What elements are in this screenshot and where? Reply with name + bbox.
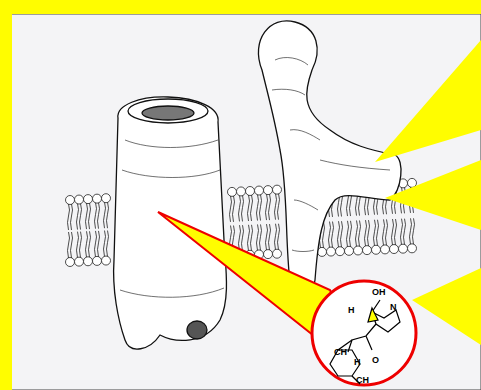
lipid-head [102, 256, 111, 265]
molecule-structure [330, 300, 400, 384]
lipid-head [273, 185, 282, 194]
lipid-head [363, 246, 372, 255]
lipid-head [237, 187, 246, 196]
lipid-tail [248, 195, 253, 221]
lipid-head [264, 186, 273, 195]
lipid-tail [239, 225, 244, 251]
callout-wedge [385, 160, 481, 230]
atom-label: H [348, 306, 355, 315]
lipid-tail [374, 220, 379, 246]
lipid-head [75, 257, 84, 266]
lipid-tail [230, 196, 235, 222]
lipid-tail [392, 219, 397, 245]
lipid-tail [239, 195, 244, 221]
lipid-tail [95, 231, 100, 257]
lipid-head [354, 246, 363, 255]
lipid-head [66, 196, 75, 205]
lipid-head [273, 249, 282, 258]
lipid-head [93, 256, 102, 265]
lipid-tail [275, 194, 280, 220]
panel-background [10, 14, 481, 390]
lipid-tail [257, 195, 262, 221]
lipid-tail [347, 221, 352, 247]
lipid-head [381, 245, 390, 254]
lipid-head [408, 244, 417, 253]
atom-label: CH [334, 348, 347, 357]
atom-label: N [390, 303, 397, 312]
lipid-head [336, 247, 345, 256]
lipid-tail [77, 232, 82, 258]
atom-label: OH [372, 288, 386, 297]
lipid-tail [68, 232, 73, 258]
lipid-tail [248, 225, 253, 251]
lipid-head [327, 247, 336, 256]
lipid-tail [104, 202, 109, 228]
lipid-tail [95, 203, 100, 229]
ion-channel [114, 97, 227, 349]
lipid-head [255, 186, 264, 195]
lipid-head [93, 194, 102, 203]
lipid-head [264, 250, 273, 259]
lipid-tail [86, 203, 91, 229]
lipid-head [399, 244, 408, 253]
lipid-tail [266, 224, 271, 250]
lipid-head [84, 257, 93, 266]
lipid-tail [410, 218, 415, 244]
lipid-tail [104, 231, 109, 257]
lipid-head [372, 245, 381, 254]
lipid-tail [266, 194, 271, 220]
lipid-tail [68, 204, 73, 230]
lipid-head [102, 194, 111, 203]
lipid-tail [275, 224, 280, 250]
yellow-border [0, 0, 12, 390]
lipid-tail [257, 224, 262, 250]
atom-label: CH [356, 376, 369, 385]
lipid-head [228, 187, 237, 196]
lipid-tail [86, 231, 91, 257]
lipid-tail [383, 219, 388, 245]
lipid-tail [365, 220, 370, 246]
zoom-circle [312, 281, 416, 385]
lipid-tail [338, 221, 343, 247]
lipid-head [345, 246, 354, 255]
lipid-tail [356, 220, 361, 246]
atom-label: O [372, 356, 379, 365]
callout-wedge [412, 268, 481, 345]
lipid-head [318, 247, 327, 256]
callout-wedge [375, 40, 481, 162]
lipid-head [75, 195, 84, 204]
atom-label: H [354, 358, 361, 367]
lipid-tail [329, 222, 334, 248]
yellow-border [0, 0, 481, 14]
lipid-head [246, 187, 255, 196]
lipid-head [66, 258, 75, 267]
lipid-head [408, 178, 417, 187]
lipid-tail [401, 219, 406, 245]
lipid-tail [77, 204, 82, 230]
lipid-head [390, 245, 399, 254]
lipid-head [84, 195, 93, 204]
